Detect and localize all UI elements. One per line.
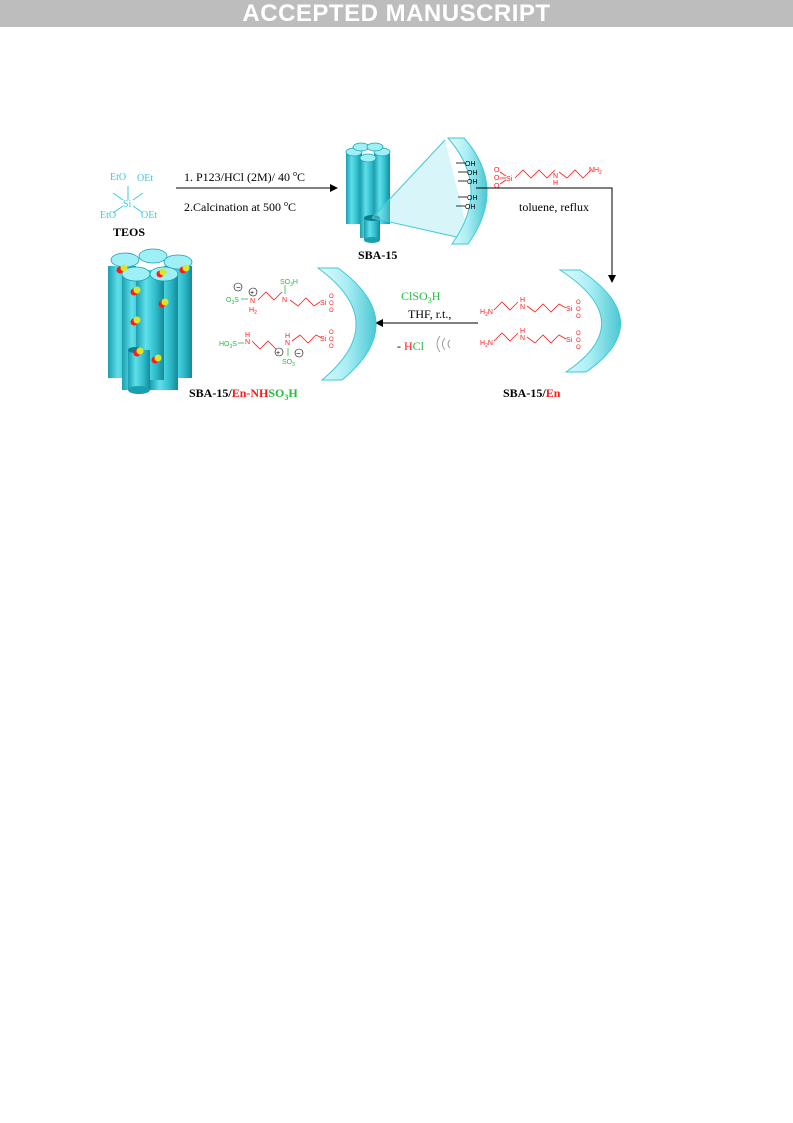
en-n-1: N [520,304,525,311]
prod-n-4: N [285,340,290,347]
prod-ho3s: HO3S [219,341,237,350]
sba15-label: SBA-15 [358,248,397,262]
pore-wall-product [316,267,377,381]
reagent-o-2: O [494,175,500,182]
teos-oet-1: OEt [137,173,153,184]
en-o-1a: O [576,300,581,306]
sba15-en-label: SBA-15/En [503,386,561,400]
en-si-1: Si [566,306,573,313]
prod-minus-2: − [296,349,301,358]
zoom-line-bottom [371,217,471,241]
step3-reagent: ClSO3H [401,289,441,305]
step3-byproduct: - HCl [397,339,425,353]
product-label: SBA-15/En-NHSO3H [189,386,298,402]
prod-h-2: H [245,332,250,339]
reagent-nh2: NH2 [589,167,602,176]
zoom-line-top [371,139,446,219]
prod-si-2: Si [320,336,327,343]
step2-arrow [476,187,616,283]
prod-h-3: H [285,333,290,340]
step2-condition: toluene, reflux [519,200,589,214]
en-h-2: H [520,328,525,335]
reagent-o-1: O [494,167,500,174]
prod-so3h: SO3H [280,279,298,288]
prod-o-2c: O [329,344,334,350]
prod-minus-1: − [236,283,241,292]
prod-h2-1: H2 [249,307,257,316]
oh-4: OH [467,195,478,202]
pore-wall-sba15 [446,137,488,245]
oh-5: OH [465,204,476,211]
zoom-cone [372,140,470,240]
reagent-nh-h: H [553,180,558,187]
en-o-2c: O [576,345,581,351]
teos-oet-2: OEt [141,210,157,221]
oh-3: OH [467,179,478,186]
prod-si-1: Si [320,300,327,307]
en-h2n-2: H2N [480,340,493,349]
prod-o-2b: O [329,337,334,343]
prod-plus-1: + [250,290,254,297]
prod-n-2: N [282,297,287,304]
product-tube-bundle [108,248,193,394]
prod-so3: SO3 [282,359,295,368]
prod-o3s: O3S [226,297,239,306]
grafted-en-chains: H2N H N Si O O O H2N H N Si O O O [480,297,581,351]
sba15-tube-bundle [345,142,391,243]
teos-eto-1: EtO [110,172,126,183]
en-o-2b: O [576,338,581,344]
prod-o-1b: O [329,301,334,307]
step1-line1: 1. P123/HCl (2M)/ 40 oC [184,169,305,184]
oh-1: OH [465,161,476,168]
en-o-1b: O [576,307,581,313]
teos-si: Si [123,199,132,210]
prod-n-3: N [245,339,250,346]
en-o-1c: O [576,314,581,320]
pore-wall-sba15-en [558,269,622,373]
silanol-groups: OH OH OH OH OH [456,161,478,211]
prod-n-1: N [250,298,255,305]
prod-o-1c: O [329,308,334,314]
manuscript-banner [0,0,793,27]
en-h-1: H [520,297,525,304]
aminosilane-reagent: O O O Si H N NH2 [494,167,602,190]
reagent-o-3: O [494,183,500,190]
reagent-nh-n: N [553,173,558,180]
en-o-2a: O [576,331,581,337]
prod-o-1a: O [329,294,334,300]
sulfonated-chains: − O3S + H2 N N SO3H Si O O O HO3S H N + … [219,279,334,368]
step1-line2: 2.Calcination at 500 oC [184,199,296,214]
ultrasound-icon [436,335,451,353]
prod-plus-2: + [276,350,280,357]
reagent-si: Si [506,176,513,183]
en-si-2: Si [566,337,573,344]
banner-text: ACCEPTED MANUSCRIPT [242,0,551,27]
functional-site-dots [116,264,190,364]
oh-2: OH [467,170,478,177]
en-n-2: N [520,335,525,342]
teos-label: TEOS [113,225,145,239]
teos-eto-2: EtO [100,210,116,221]
prod-o-2a: O [329,330,334,336]
step3-condition: THF, r.t., [408,307,451,321]
en-h2n-1: H2N [480,309,493,318]
teos-molecule: EtO OEt Si EtO OEt [100,172,157,221]
